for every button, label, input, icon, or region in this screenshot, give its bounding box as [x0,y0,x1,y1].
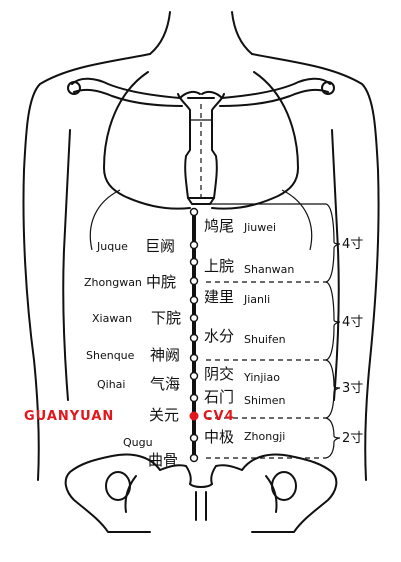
label-shimen-en: Shimen [244,394,285,407]
label-shuifen-cn: 水分 [204,327,234,345]
measure-2: 4寸 [342,315,363,330]
label-xiawan-cn: 下脘 [151,309,181,327]
label-zhongji-cn: 中极 [204,428,234,446]
measurement-bracket: 4寸 4寸 3寸 2寸 [206,203,363,459]
torso-outline [22,11,380,481]
label-juque-cn: 巨阙 [145,237,175,255]
left-labels: Juque 巨阙 Zhongwan 中脘 Xiawan 下脘 Shenque 神… [84,237,181,469]
label-qihai-cn: 气海 [150,375,180,393]
acupoint-dot [189,393,199,403]
rib-cage [89,71,313,251]
highlight-cn: 关元 [149,406,179,424]
label-yinjiao-cn: 阴交 [204,365,234,383]
acupoint-dot [189,276,199,286]
right-labels: 鸠尾 Jiuwei 上脘 Shanwan 建里 Jianli 水分 Shuife… [204,217,294,446]
label-qugu-cn: 曲骨 [148,451,178,469]
highlight-name: GUANYUAN [24,409,114,424]
highlight-code: CV4 [203,409,235,424]
acupoint-dot [189,353,199,363]
label-shanwan-en: Shanwan [244,263,294,276]
label-juque-en: Juque [96,240,128,253]
acupoint-dot [189,313,199,323]
acupoint-dot [189,240,199,250]
guanyuan-point [189,411,199,421]
label-qugu-en: Qugu [123,436,153,449]
label-jianli-en: Jianli [243,293,270,306]
sternum [177,93,225,205]
acupoint-dot [189,207,199,217]
measure-1: 4寸 [342,237,363,252]
label-shuifen-en: Shuifen [244,333,286,346]
acupoint-dot [189,371,199,381]
label-xiawan-en: Xiawan [92,312,132,325]
label-jianli-cn: 建里 [204,288,234,306]
pelvis [64,453,338,533]
acupoint-dot [189,433,199,443]
acupoint-dot [189,333,199,343]
label-shimen-cn: 石门 [204,388,234,406]
label-zhongji-en: Zhongji [244,430,285,443]
label-zhongwan-en: Zhongwan [84,276,142,289]
label-yinjiao-en: Yinjiao [243,371,280,384]
label-shenque-en: Shenque [86,349,135,362]
label-jiuwei-en: Jiuwei [243,221,276,234]
acupoint-dot [189,257,199,267]
label-jiuwei-cn: 鸠尾 [204,217,234,235]
label-zhongwan-cn: 中脘 [146,273,176,291]
measure-3: 3寸 [342,381,363,396]
acupoint-dot [189,295,199,305]
label-shenque-cn: 神阙 [150,346,180,364]
acupoint-dot [189,453,199,463]
label-shanwan-cn: 上脘 [204,257,234,275]
clavicles [67,77,335,107]
measure-4: 2寸 [342,431,363,446]
label-qihai-en: Qihai [97,378,125,391]
highlight-guanyuan: GUANYUAN 关元 CV4 [24,406,235,424]
